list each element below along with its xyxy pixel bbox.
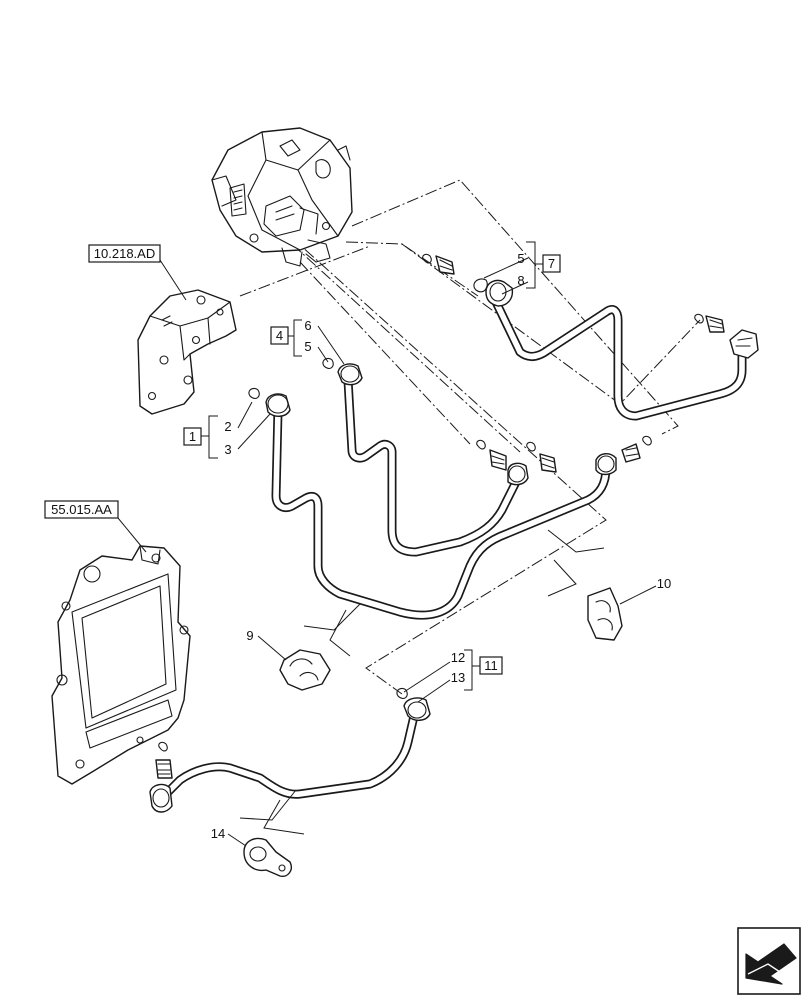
callout-4: 4 bbox=[276, 328, 283, 343]
callout-13: 13 bbox=[451, 670, 465, 685]
fitting-ecu bbox=[155, 741, 173, 779]
callout-11: 11 bbox=[484, 658, 498, 673]
callout-8: 8 bbox=[517, 273, 524, 288]
callout-group-1 bbox=[183, 415, 218, 459]
callout-leaders bbox=[227, 257, 657, 847]
fitting-right bbox=[694, 313, 725, 333]
fitting-right-lower bbox=[621, 435, 652, 463]
callout-1: 1 bbox=[189, 429, 196, 444]
fitting-mid-a bbox=[476, 439, 507, 471]
pipe-1 bbox=[265, 393, 617, 620]
fuel-pump-assembly bbox=[211, 127, 353, 267]
navigation-arrow-icon[interactable] bbox=[737, 927, 801, 995]
clamp-14 bbox=[243, 837, 292, 877]
clamp-position-markers bbox=[239, 529, 605, 835]
fitting-mid-b bbox=[526, 441, 557, 473]
mounting-bracket bbox=[137, 289, 237, 415]
callout-9: 9 bbox=[246, 628, 253, 643]
pipe-11 bbox=[149, 697, 431, 813]
callout-group-7 bbox=[526, 241, 561, 289]
clamp-10 bbox=[587, 587, 623, 641]
callout-group-4 bbox=[270, 319, 302, 357]
callout-3: 3 bbox=[224, 442, 231, 457]
callout-5-b: 5 bbox=[517, 251, 524, 266]
callout-14: 14 bbox=[211, 826, 225, 841]
pipe-7 bbox=[485, 279, 759, 421]
callout-5-a: 5 bbox=[304, 339, 311, 354]
callout-6: 6 bbox=[304, 318, 311, 333]
fitting-top bbox=[422, 253, 455, 275]
callout-2: 2 bbox=[224, 419, 231, 434]
callout-group-11 bbox=[464, 649, 503, 691]
pipe-4 bbox=[337, 363, 529, 557]
callout-12: 12 bbox=[451, 650, 465, 665]
ref-label-pump: 10.218.AD bbox=[94, 246, 155, 261]
ref-label-ecu: 55.015.AA bbox=[51, 502, 112, 517]
engine-control-unit bbox=[51, 545, 191, 785]
clamp-9 bbox=[279, 649, 331, 691]
callout-7: 7 bbox=[548, 256, 555, 271]
callout-10: 10 bbox=[657, 576, 671, 591]
alignment-lines bbox=[239, 179, 701, 695]
